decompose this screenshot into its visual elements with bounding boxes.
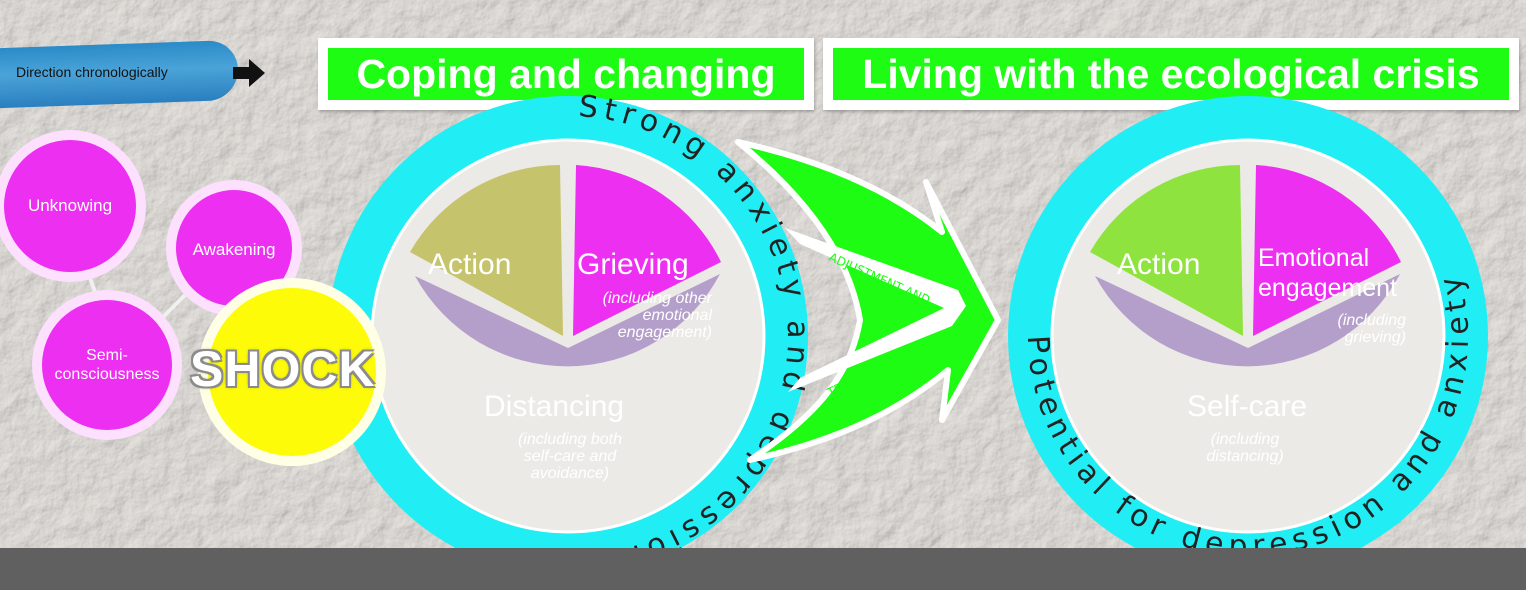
sector-selfcare-label: Self-care bbox=[1187, 390, 1308, 423]
stage-semi-consciousness: Semi-consciousness bbox=[32, 290, 182, 440]
direction-note: Direction chronologically bbox=[16, 64, 168, 80]
transition-arrow: ADJUSTMENT AND TRANSFORMATION bbox=[735, 139, 1001, 463]
sector-action bbox=[410, 165, 563, 336]
sector-action-label-2: Action bbox=[1117, 248, 1201, 281]
stage-label: Semi-consciousness bbox=[54, 347, 160, 383]
stage-label: Awakening bbox=[192, 240, 276, 259]
phase-label: Coping and changing bbox=[328, 48, 804, 100]
phase-header-living: Living with the ecological crisis bbox=[823, 38, 1519, 110]
phase-header-coping: Coping and changing bbox=[318, 38, 814, 110]
floor-band bbox=[0, 548, 1526, 590]
stage-shock bbox=[198, 278, 386, 466]
sector-distancing-label: Distancing bbox=[484, 390, 625, 423]
sector-action-label: Action bbox=[428, 248, 512, 281]
stage-label: Unknowing bbox=[27, 196, 113, 215]
living-wheel: Potential for depression and anxiety bbox=[1008, 96, 1488, 576]
sector-grieving-label: Grieving bbox=[577, 248, 689, 281]
coping-wheel: Strong anxiety and depression bbox=[328, 89, 809, 577]
right-arrow-icon bbox=[233, 59, 265, 87]
shock-label: SHOCK bbox=[190, 341, 376, 397]
phase-label: Living with the ecological crisis bbox=[833, 48, 1509, 100]
stage-unknowing: Unknowing bbox=[0, 130, 146, 282]
